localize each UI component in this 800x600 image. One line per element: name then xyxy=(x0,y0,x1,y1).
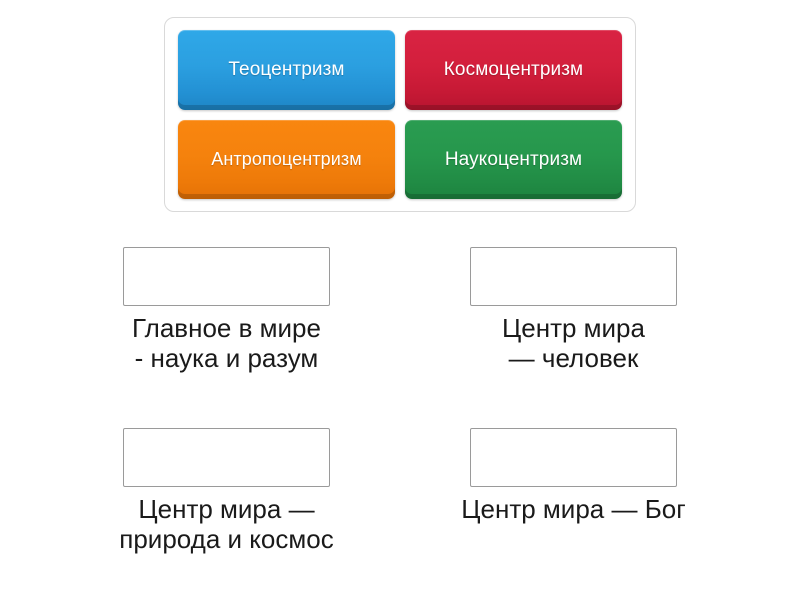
tile-cell: Космоцентризм xyxy=(400,25,627,115)
tile-label: Теоцентризм xyxy=(228,59,345,81)
tile-cell: Антропоцентризм xyxy=(173,115,400,205)
slot-science-reason: Главное в мире - наука и разум xyxy=(73,247,380,373)
dropzone-science-reason[interactable] xyxy=(123,247,330,306)
tile-cosmocentrism[interactable]: Космоцентризм xyxy=(405,30,622,110)
slot-human: Центр мира — человек xyxy=(420,247,727,373)
tile-scientocentrism[interactable]: Наукоцентризм xyxy=(405,119,622,199)
slot-label-science-reason: Главное в мире - наука и разум xyxy=(132,313,321,373)
tile-cell: Наукоцентризм xyxy=(400,115,627,205)
slot-label-human: Центр мира — человек xyxy=(502,313,645,373)
tile-anthropocentrism[interactable]: Антропоцентризм xyxy=(178,119,395,199)
slot-label-nature-cosmos: Центр мира — природа и космос xyxy=(119,494,334,554)
tile-teocentrism[interactable]: Теоцентризм xyxy=(178,30,395,110)
dropzone-god[interactable] xyxy=(470,428,677,487)
slot-nature-cosmos: Центр мира — природа и космос xyxy=(73,428,380,554)
tile-cell: Теоцентризм xyxy=(173,25,400,115)
tile-label: Наукоцентризм xyxy=(444,148,583,170)
slot-god: Центр мира — Бог xyxy=(420,428,727,525)
dropzone-nature-cosmos[interactable] xyxy=(123,428,330,487)
tile-panel: Теоцентризм Космоцентризм Антропоцентриз… xyxy=(164,17,636,212)
slot-label-god: Центр мира — Бог xyxy=(461,494,686,524)
tile-label: Космоцентризм xyxy=(443,59,584,81)
tile-label: Антропоцентризм xyxy=(211,149,362,170)
dropzone-human[interactable] xyxy=(470,247,677,306)
